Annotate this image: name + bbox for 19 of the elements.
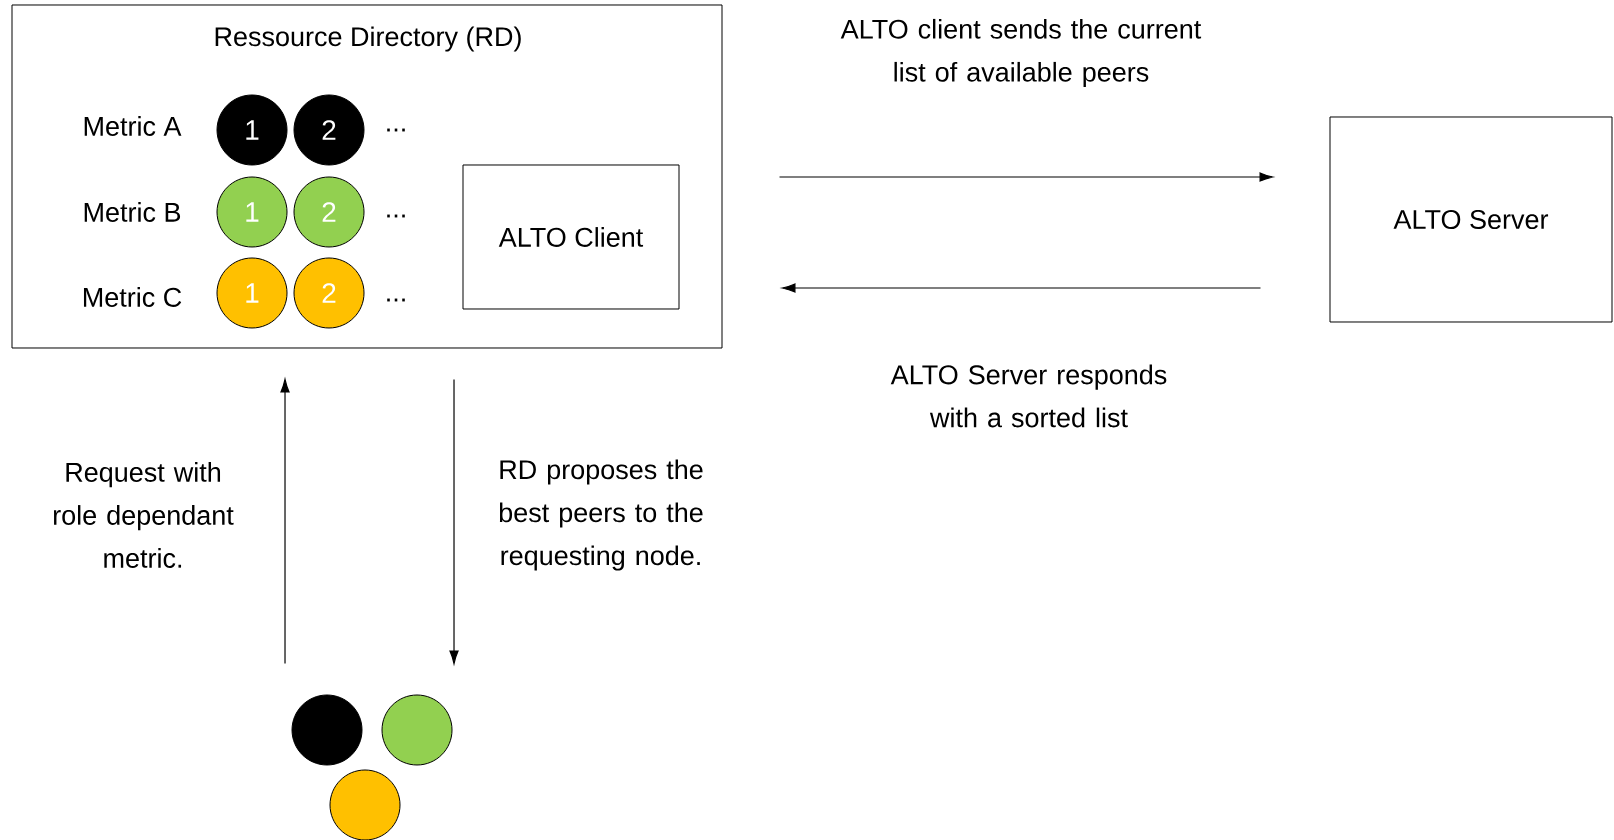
metric-label: Metric C: [83, 287, 182, 307]
peer-circle: [291, 694, 363, 766]
edge-label: ALTO Server responds with a sorted list: [890, 364, 1167, 428]
server-box: ALTO Server: [1329, 116, 1613, 323]
edge-label: RD proposes the best peers to the requesting node.: [499, 459, 703, 571]
arrow: [449, 378, 459, 665]
ellipsis-label: ...: [387, 298, 405, 302]
metric-label: Metric B: [84, 202, 181, 222]
arrow: [280, 378, 290, 665]
edge-label: Request with role dependant metric.: [54, 462, 234, 568]
peer-circle: [329, 769, 401, 840]
ellipsis-label: ...: [387, 128, 405, 132]
peer-circle: [381, 694, 453, 766]
metric-label: Metric A: [84, 116, 182, 136]
client-box: ALTO Client: [462, 164, 680, 310]
edge-label: ALTO client sends the current list of available peers: [840, 18, 1202, 88]
arrow: [781, 283, 1262, 293]
arrow: [778, 172, 1274, 182]
ellipsis-label: ...: [387, 214, 405, 218]
